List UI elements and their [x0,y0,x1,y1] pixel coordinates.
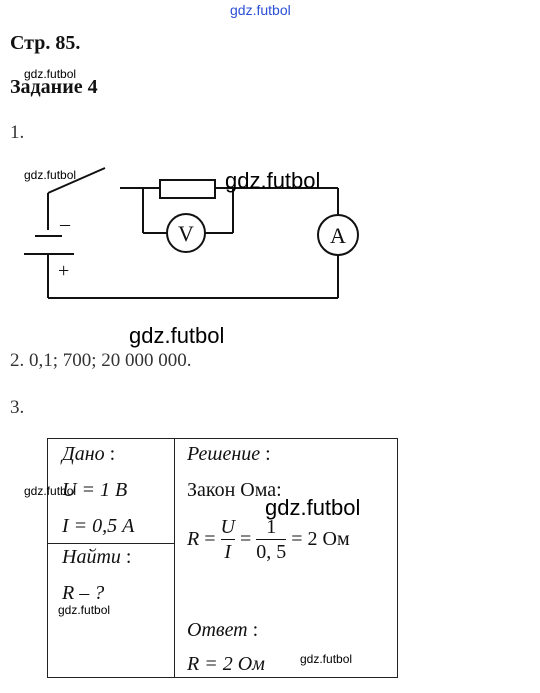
solution-cell: Решение : Закон Ома: R = U I = 1 0, 5 = … [174,438,398,678]
given-current: I = 0,5 А [62,515,135,537]
formula-result: = 2 Ом [291,528,350,550]
battery-plus: + [58,260,69,282]
fraction-numerator-u: U [220,516,235,538]
answer-label: Ответ [187,619,248,641]
watermark-top: gdz.futbol [230,2,291,18]
given-colon: : [109,443,116,465]
solution-label: Решение [187,443,261,465]
fraction-numerator-1: 1 [266,516,277,538]
resistor [159,179,216,199]
answer-colon: : [252,619,259,641]
ohm-law-label: Закон Ома: [187,479,282,501]
watermark-table-big: gdz.futbol [265,495,361,520]
find-colon: : [125,546,132,568]
find-value: R – ? [62,582,105,604]
given-label: Дано [62,443,105,465]
watermark-heading: gdz.futbol [24,67,77,81]
fraction-values: 1 0, 5 [256,515,287,564]
watermark-circuit-small: gdz.futbol [24,168,77,182]
answer-value: R = 2 Ом [187,653,265,675]
watermark-circuit-big: gdz.futbol [225,168,321,193]
watermark-table-lower: gdz.futbol [58,603,111,617]
item-2-answer: 2. 0,1; 700; 20 000 000. [10,350,192,371]
formula: R = U I = 1 0, 5 = 2 Ом [187,515,350,564]
ammeter-label: A [330,223,346,248]
fraction-u-over-i: U I [220,515,235,564]
circuit-diagram: – + V A [24,167,359,299]
page-number: Стр. 85. [10,32,81,54]
watermark-table-bottom: gdz.futbol [300,652,353,666]
given-cell: Дано : U = 1 В I = 0,5 А [47,438,175,544]
formula-eq-1: = [204,528,216,550]
given-voltage: U = 1 В [62,479,128,501]
fraction-denominator-05: 0, 5 [256,539,287,563]
voltmeter-label: V [178,221,194,246]
find-cell: Найти : R – ? [47,543,175,678]
watermark-middle: gdz.futbol [129,323,225,348]
solution-colon: : [265,443,271,465]
item-3-number: 3. [10,397,25,418]
switch-lever [47,167,106,194]
item-1-number: 1. [10,122,25,143]
formula-r: R [187,528,200,550]
formula-eq-2: = [239,528,252,550]
task-title: Задание 4 [10,76,98,98]
find-label: Найти [62,546,121,568]
fraction-denominator-i: I [220,539,235,564]
solution-table: Дано : U = 1 В I = 0,5 А Решение : Закон… [47,438,398,678]
battery-minus: – [59,213,71,235]
watermark-table-left: gdz.futbol [24,484,77,498]
